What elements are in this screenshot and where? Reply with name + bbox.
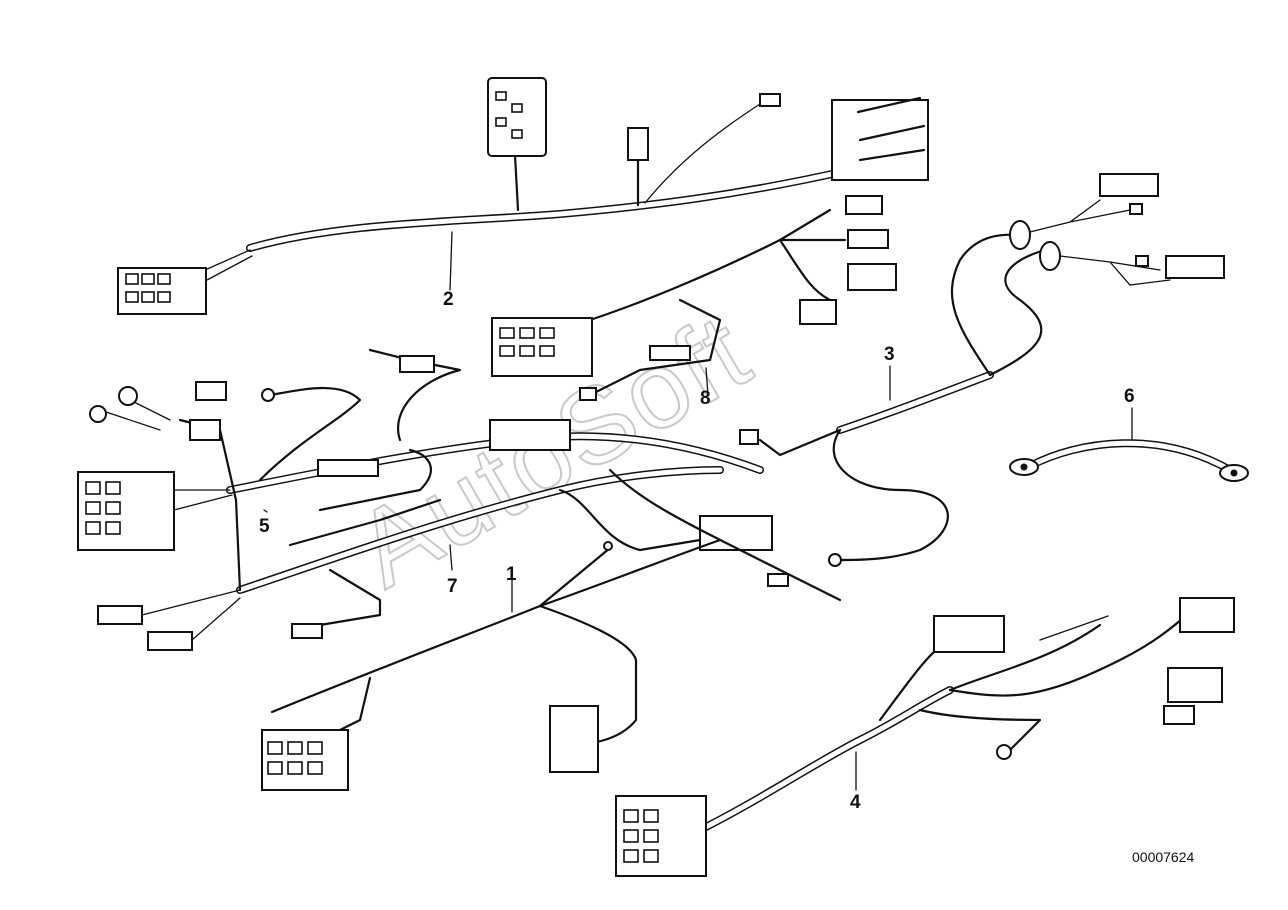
harness-8: 8 xyxy=(491,195,897,409)
harness-4: 4 xyxy=(615,597,1235,877)
harness-2: 2 xyxy=(117,77,929,315)
connector-4-top xyxy=(933,615,1005,653)
part-6-label: 6 xyxy=(1124,386,1135,407)
plug-8-c xyxy=(847,263,897,291)
ground-strap-6: 6 xyxy=(1009,386,1249,482)
part-3-label: 3 xyxy=(884,344,895,365)
part-4-label: 4 xyxy=(850,792,861,813)
connector-2-left-cells xyxy=(125,273,171,303)
connector-5-a xyxy=(189,419,221,441)
connector-5-mid xyxy=(489,419,571,451)
part-2-label: 2 xyxy=(443,289,454,310)
harness-3: 3 xyxy=(739,173,1225,567)
plug-8-b xyxy=(847,229,889,249)
connector-1-left xyxy=(261,729,349,791)
part-7-label: 7 xyxy=(447,576,458,597)
plug-2-small xyxy=(627,127,649,161)
harness-5-7: 5 7 xyxy=(77,348,842,651)
connector-3-b xyxy=(1165,255,1225,279)
connector-5-top xyxy=(399,355,435,373)
connector-5-b xyxy=(195,381,227,401)
part-5-label: 5 xyxy=(259,516,270,537)
inline-fuse-8 xyxy=(649,345,691,361)
connector-2-right xyxy=(831,99,929,181)
ring-terminal-4 xyxy=(996,744,1012,760)
ring-terminal-3 xyxy=(828,553,842,567)
plug-8-a xyxy=(845,195,883,215)
relay-7 xyxy=(699,515,773,551)
relay-socket-2 xyxy=(487,77,547,157)
harness-1: 1 xyxy=(261,538,722,791)
part-1-label: 1 xyxy=(506,564,517,585)
connector-7-a xyxy=(97,605,143,625)
connector-4-right-a xyxy=(1179,597,1235,633)
connector-3-a xyxy=(1099,173,1159,197)
connector-7-b xyxy=(147,631,193,651)
spade-terminal-2 xyxy=(759,93,781,107)
grommet-3-b xyxy=(1039,241,1061,271)
part-8-label: 8 xyxy=(700,388,711,409)
plug-8-d xyxy=(799,299,837,325)
grommet-3-a xyxy=(1009,220,1031,250)
ring-terminal-5 xyxy=(261,388,275,402)
bulb-socket-5 xyxy=(118,386,138,406)
connector-1-socket xyxy=(549,705,599,773)
reference-number: 00007624 xyxy=(1132,849,1195,865)
connector-4-right-b xyxy=(1167,667,1223,703)
